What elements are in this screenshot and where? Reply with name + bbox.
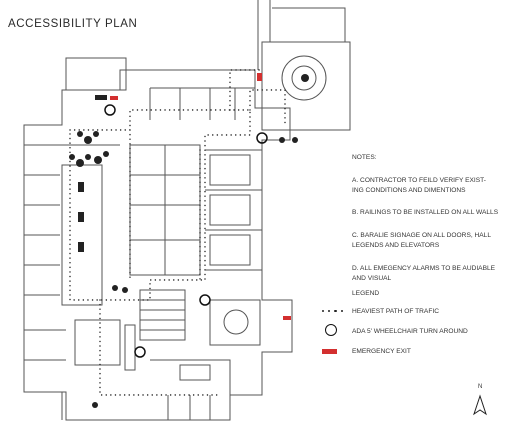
notes-heading: NOTES: bbox=[352, 154, 377, 161]
turn-circle bbox=[256, 132, 268, 144]
building-outline bbox=[23, 69, 293, 421]
turn-circle bbox=[104, 104, 116, 116]
turn-circle bbox=[199, 294, 211, 306]
legend-exit-label: EMERGENCY EXIT bbox=[352, 347, 411, 355]
plan-title: ACCESSIBILITY PLAN bbox=[8, 18, 138, 30]
note-a: A. CONTRACTOR TO FEILD VERIFY EXIST- ING… bbox=[352, 176, 486, 194]
note-c: C. BARALIE SIGNAGE ON ALL DOORS, HALL LE… bbox=[352, 232, 491, 249]
rotunda bbox=[281, 55, 327, 101]
wheelchair-turn-icon bbox=[322, 324, 348, 337]
legend-title: LEGEND bbox=[352, 290, 380, 297]
note-d: D. ALL EMEGENCY ALARMS TO BE AUDIABLE AN… bbox=[352, 264, 496, 282]
note-b: B. RAILINGS TO BE INSTALLED ON ALL WALLS bbox=[352, 209, 499, 217]
legend-turn: ADA 5' WHEELCHAIR TURN AROUND bbox=[322, 324, 468, 337]
rotunda-block bbox=[261, 41, 351, 131]
north-arrow-icon bbox=[473, 394, 487, 416]
turn-circle bbox=[134, 346, 146, 358]
emergency-exit-icon bbox=[322, 345, 348, 357]
legend-exit: EMERGENCY EXIT bbox=[322, 345, 411, 357]
legend-path-label: HEAVIEST PATH OF TRAFIC bbox=[352, 307, 439, 315]
legend-turn-label: ADA 5' WHEELCHAIR TURN AROUND bbox=[352, 327, 468, 335]
north-label: N bbox=[478, 384, 483, 390]
emergency-exits bbox=[110, 73, 291, 320]
notes-panel: NOTES: A. CONTRACTOR TO FEILD VERIFY EXI… bbox=[352, 153, 504, 296]
legend-path: HEAVIEST PATH OF TRAFIC bbox=[322, 305, 439, 317]
north-arrow: N bbox=[472, 384, 492, 416]
traffic-dots-icon bbox=[322, 305, 348, 317]
